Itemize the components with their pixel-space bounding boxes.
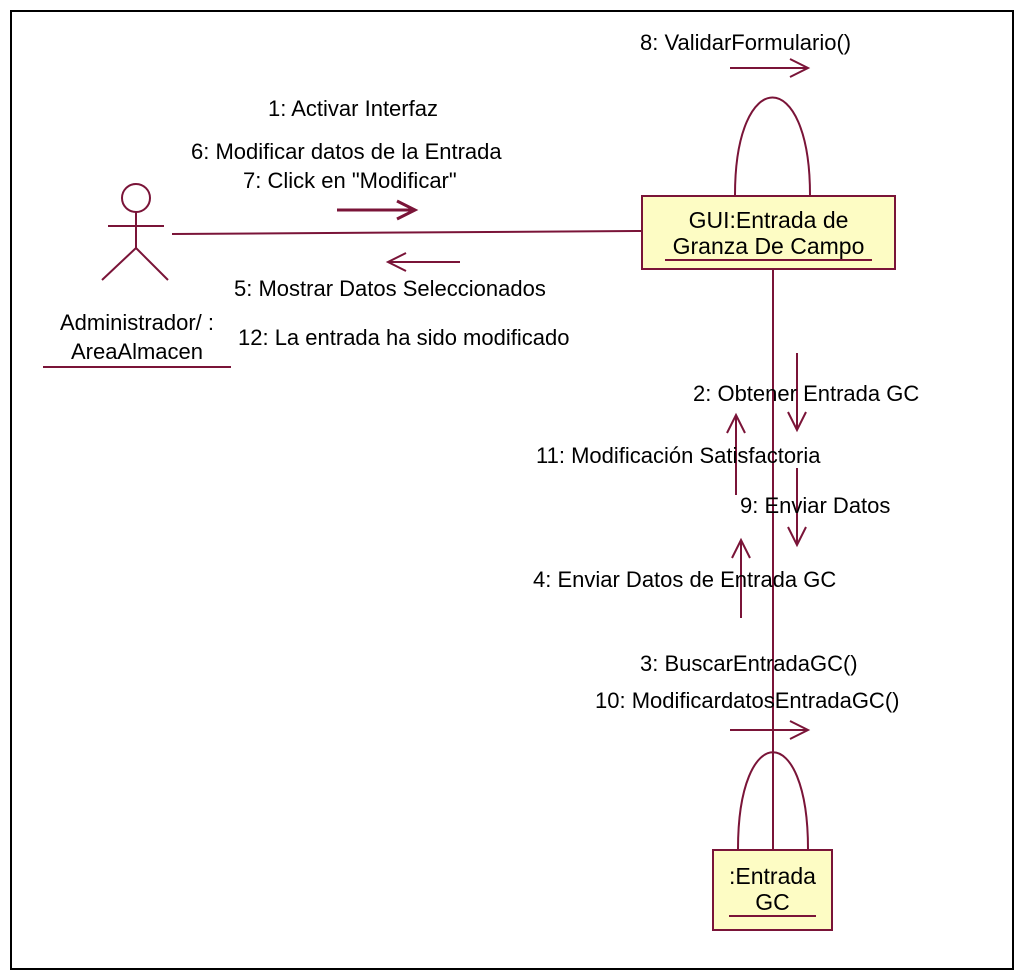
arrow-m11 [726, 412, 746, 495]
object-entrada-line2-wrap: GC [714, 889, 831, 917]
arrow-m5-m12 [385, 252, 460, 272]
object-gui-entrada-granza[interactable]: GUI:Entrada de Granza De Campo [641, 195, 896, 270]
message-label-m4: 4: Enviar Datos de Entrada GC [533, 567, 837, 592]
message-label-m3: 3: BuscarEntradaGC() [640, 651, 858, 676]
actor-icon [101, 183, 169, 281]
message-label-m7: 7: Click en "Modificar" [243, 168, 457, 193]
message-label-m1: 1: Activar Interfaz [268, 96, 438, 121]
arrow-m3-m10 [730, 720, 811, 740]
message-label-m2: 2: Obtener Entrada GC [693, 381, 920, 406]
object-entrada-gc[interactable]: :Entrada GC [712, 849, 833, 931]
message-label-m5: 5: Mostrar Datos Seleccionados [234, 276, 546, 301]
message-label-m8: 8: ValidarFormulario() [640, 30, 852, 55]
object-gui-line1: GUI:Entrada de [688, 207, 849, 233]
arrow-m8 [730, 58, 811, 78]
message-label-m10: 10: ModificardatosEntradaGC() [595, 688, 900, 713]
object-entrada-line2: GC [729, 889, 816, 917]
actor-name-line2: AreaAlmacen [42, 337, 232, 368]
message-label-m6: 6: Modificar datos de la Entrada [191, 139, 502, 164]
message-label-m11: 11: Modificación Satisfactoria [536, 443, 821, 468]
message-label-m12: 12: La entrada ha sido modificado [238, 325, 570, 350]
self-link-gui [734, 96, 811, 196]
arrow-m2 [787, 353, 807, 433]
arrow-m4 [731, 537, 751, 618]
self-link-entrada [737, 751, 809, 850]
object-gui-line2: Granza De Campo [664, 233, 873, 261]
arrow-m9 [787, 468, 807, 548]
actor-name-line2-wrap: AreaAlmacen [32, 337, 242, 368]
link-actor-gui [171, 230, 642, 235]
actor-name-line1: Administrador/ : [59, 310, 215, 335]
diagram-frame [10, 10, 1014, 970]
actor-label: Administrador/ : AreaAlmacen [32, 308, 242, 368]
arrow-m1-m6-m7 [337, 199, 419, 221]
object-gui-line2-wrap: Granza De Campo [643, 233, 894, 261]
message-label-m9: 9: Enviar Datos [740, 493, 891, 518]
object-entrada-line1: :Entrada [729, 863, 816, 889]
